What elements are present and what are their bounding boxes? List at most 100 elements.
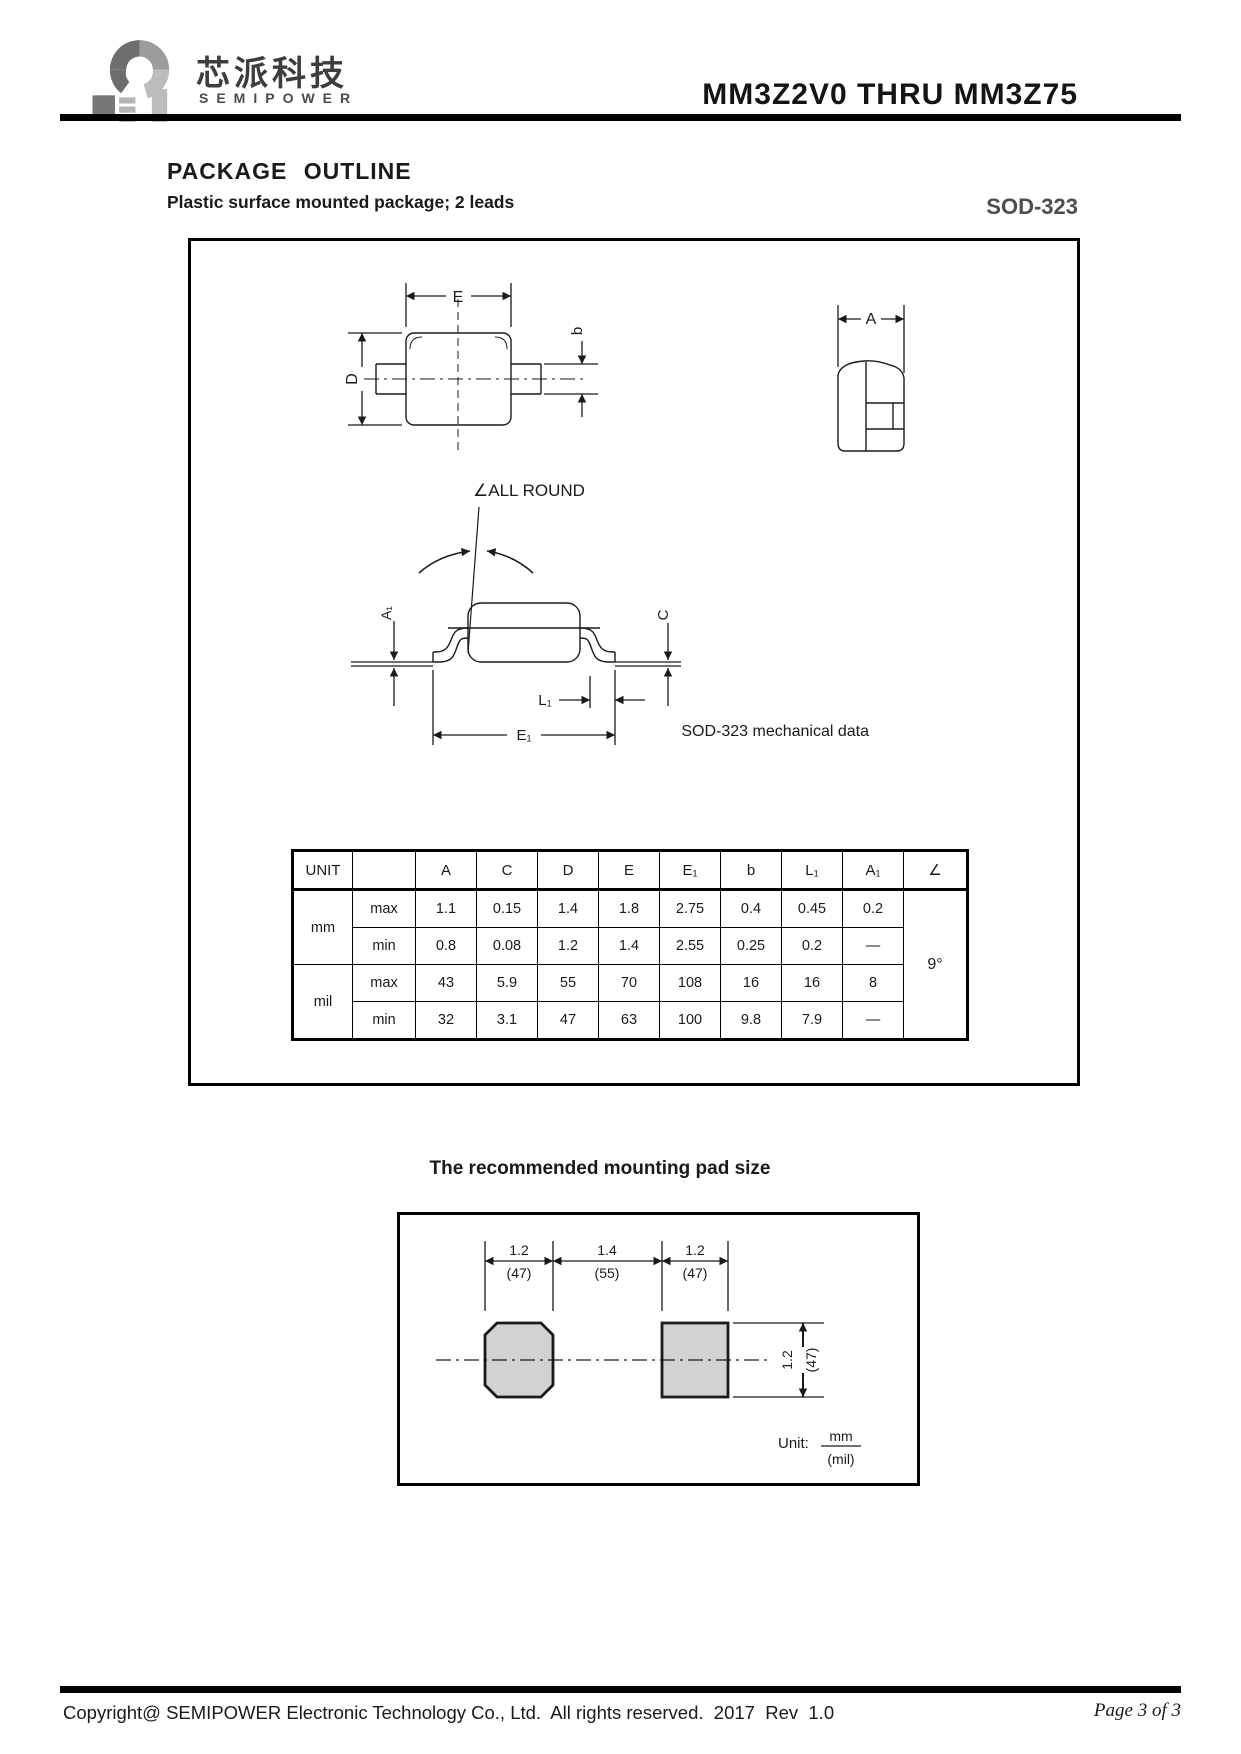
value-cell: 108	[659, 964, 721, 1002]
value-cell: 0.2	[781, 927, 843, 965]
dim-l1-label: L₁	[538, 692, 551, 709]
col-header-l1: L₁	[781, 850, 843, 891]
value-cell: 0.25	[720, 927, 782, 965]
end-body-outline	[837, 360, 905, 452]
value-cell: 100	[659, 1001, 721, 1040]
mounting-pad-box: 1.2 (47) 1.4 (55) 1.2 (47) 1.2 (47)	[397, 1212, 920, 1486]
dim-height-mil: (47)	[803, 1348, 819, 1373]
header-divider	[60, 114, 1181, 121]
dimension-a1: A₁	[378, 606, 399, 706]
company-logo	[85, 36, 190, 126]
col-header-a1: A₁	[842, 850, 904, 891]
pad-top-dimensions: 1.2 (47) 1.4 (55) 1.2 (47)	[484, 1241, 729, 1311]
section-heading: PACKAGE OUTLINE	[167, 158, 412, 184]
body-outline	[405, 332, 512, 426]
gullwing-leads	[432, 627, 616, 663]
profile-body-outline	[448, 602, 600, 663]
logo-mark-icon	[92, 40, 170, 122]
dimension-d: D	[344, 332, 402, 426]
unit-mm-cell: mm	[292, 889, 353, 965]
brand-english-name: SEMIPOWER	[199, 90, 359, 106]
dim-a1-label: A₁	[378, 606, 394, 620]
unit-denominator: (mil)	[827, 1451, 854, 1467]
col-header-c: C	[476, 850, 538, 891]
value-cell: 1.4	[598, 927, 660, 965]
dim-e1-label: E₁	[516, 727, 531, 744]
footer-page-number: Page 3 of 3	[1093, 1700, 1181, 1721]
table-row: mm max 1.1 0.15 1.4 1.8 2.75 0.4 0.45 0.…	[292, 889, 968, 1040]
value-cell: —	[842, 1001, 904, 1040]
dim-e-label: E	[453, 289, 464, 306]
mounting-pad-drawing: 1.2 (47) 1.4 (55) 1.2 (47) 1.2 (47)	[436, 1241, 861, 1467]
value-cell: 32	[415, 1001, 477, 1040]
left-pad	[483, 1321, 555, 1399]
brand-chinese-name: 芯派科技	[196, 55, 348, 93]
dimension-c: C	[655, 609, 673, 706]
unit-label: Unit:	[778, 1435, 809, 1452]
all-round-note: ∠ALL ROUND	[473, 481, 585, 500]
col-header-a: A	[415, 850, 477, 891]
value-cell: 2.55	[659, 927, 721, 965]
footer-divider	[60, 1686, 1181, 1693]
dim-height-mm: 1.2	[779, 1350, 795, 1370]
dimension-b: b	[544, 327, 598, 417]
value-cell: 55	[537, 964, 599, 1002]
dim-left-mm: 1.2	[509, 1242, 529, 1258]
package-name-label: SOD-323	[986, 194, 1078, 219]
centerlines	[364, 299, 588, 451]
dim-left-mil: (47)	[507, 1265, 532, 1281]
outline-drawing-box: E D b	[188, 238, 1080, 1086]
end-view-drawing: A	[837, 305, 905, 452]
mounting-pad-title: The recommended mounting pad size	[429, 1158, 771, 1179]
mold-angle-annotation	[418, 506, 534, 654]
value-cell: 16	[781, 964, 843, 1002]
dim-d-label: D	[344, 373, 361, 385]
col-header-limit	[352, 850, 416, 891]
dim-c-label: C	[655, 609, 672, 620]
value-cell: 43	[415, 964, 477, 1002]
table-row: min 32 3.1 47 63 100 9.8 7.9 —	[293, 1001, 968, 1040]
table-row: mil max 43 5.9 55 70 108 16 16 8	[292, 964, 968, 1040]
value-cell: 0.08	[476, 927, 538, 965]
value-cell: 1.2	[537, 927, 599, 965]
dim-right-mil: (47)	[683, 1265, 708, 1281]
value-cell: 3.1	[476, 1001, 538, 1040]
value-cell: 1.8	[598, 889, 660, 928]
value-cell: —	[842, 927, 904, 965]
unit-numerator: mm	[829, 1428, 852, 1444]
pad-height-dimension: 1.2 (47)	[733, 1322, 824, 1398]
dim-center-mm: 1.4	[597, 1242, 617, 1258]
dim-b-label: b	[569, 327, 586, 335]
value-cell: 7.9	[781, 1001, 843, 1040]
value-cell: 0.2	[842, 889, 904, 928]
value-cell: 47	[537, 1001, 599, 1040]
dimension-a: A	[837, 305, 905, 373]
value-cell: 0.8	[415, 927, 477, 965]
col-header-angle: ∠	[903, 850, 968, 891]
profile-view-drawing: ∠ALL ROUND	[351, 481, 681, 745]
mechanical-data-table: UNIT A C D E E₁ b L₁ A₁ ∠ mm max 1.1	[291, 849, 969, 1041]
value-cell: 1.1	[415, 889, 477, 928]
col-header-e: E	[598, 850, 660, 891]
value-cell: 2.75	[659, 889, 721, 928]
unit-legend: Unit: mm (mil)	[778, 1428, 861, 1467]
angle-value-cell: 9°	[903, 889, 968, 1040]
value-cell: 16	[720, 964, 782, 1002]
section-subheading: Plastic surface mounted package; 2 leads	[167, 192, 515, 212]
col-header-e1: E₁	[659, 850, 721, 891]
dimension-e1: E₁	[432, 670, 615, 745]
pad-shapes	[436, 1321, 770, 1399]
value-cell: 63	[598, 1001, 660, 1040]
value-cell: 5.9	[476, 964, 538, 1002]
limit-cell: min	[352, 927, 416, 965]
col-header-unit: UNIT	[292, 850, 353, 891]
value-cell: 1.4	[537, 889, 599, 928]
dim-right-mm: 1.2	[685, 1242, 705, 1258]
unit-mil-cell: mil	[292, 964, 353, 1040]
leads-outline	[375, 363, 542, 395]
table-header-row: UNIT A C D E E₁ b L₁ A₁ ∠	[292, 850, 968, 891]
value-cell: 9.8	[720, 1001, 782, 1040]
col-header-b: b	[720, 850, 782, 891]
dimension-e: E	[405, 283, 512, 327]
